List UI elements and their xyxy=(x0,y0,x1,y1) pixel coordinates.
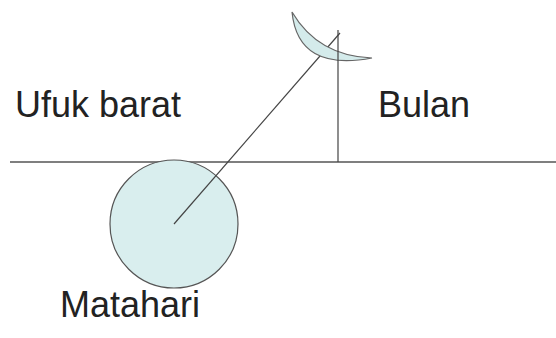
horizon-line xyxy=(10,161,556,163)
moon-crescent xyxy=(292,12,372,61)
sightline xyxy=(174,33,340,224)
label-text: Bulan xyxy=(378,84,470,125)
label-text: Ufuk barat xyxy=(15,84,181,125)
altitude-line xyxy=(337,30,338,162)
label-text: Matahari xyxy=(60,284,200,325)
